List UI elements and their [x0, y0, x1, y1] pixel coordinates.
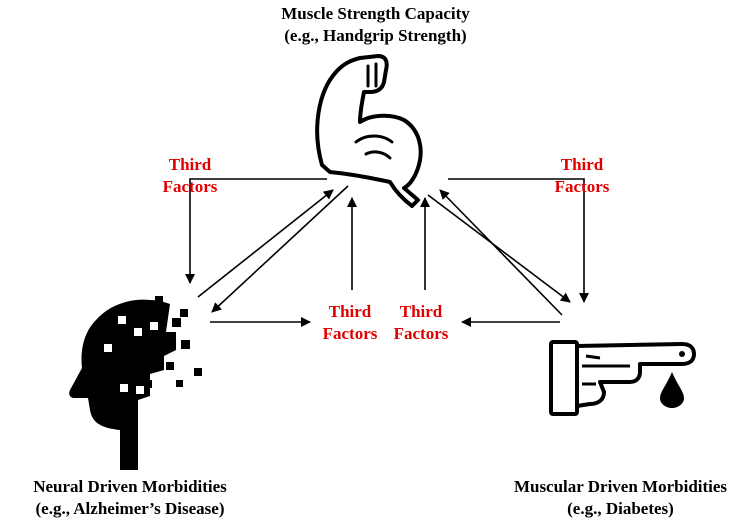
arrow-muscle-to-head-b: [211, 185, 349, 313]
flexed-biceps-icon: [315, 54, 423, 208]
right-node-label: Muscular Driven Morbidities (e.g., Diabe…: [490, 476, 751, 520]
pixelated-head-icon: [69, 296, 202, 470]
third-factors-left: Third Factors: [150, 154, 230, 198]
third-factors-left-line1: Third: [168, 155, 212, 174]
third-factors-center-right-line2: Factors: [393, 324, 449, 343]
right-node-title: Muscular Driven Morbidities: [513, 477, 728, 496]
third-factors-right-line1: Third: [560, 155, 604, 174]
third-factors-center-right: Third Factors: [383, 301, 459, 345]
third-factors-center-right-line1: Third: [399, 302, 443, 321]
top-node-label: Muscle Strength Capacity (e.g., Handgrip…: [215, 3, 536, 47]
top-node-example: (e.g., Handgrip Strength): [284, 26, 467, 45]
arrow-finger-to-muscle-a: [439, 189, 563, 316]
arrow-right-factor-connector: [448, 178, 589, 303]
third-factors-right-line2: Factors: [554, 177, 610, 196]
finger-prick-blood-drop-icon: [549, 340, 696, 416]
arrow-head-to-muscle-a: [197, 189, 334, 298]
right-node-example: (e.g., Diabetes): [567, 499, 674, 518]
third-factors-left-line2: Factors: [162, 177, 218, 196]
pixelated-head-gaps: [104, 316, 158, 394]
arrow-left-factor-connector: [185, 178, 327, 284]
third-factors-center-left-line1: Third: [328, 302, 372, 321]
arrow-muscle-to-finger-b: [427, 194, 571, 303]
top-node-title: Muscle Strength Capacity: [281, 4, 470, 23]
third-factors-right: Third Factors: [542, 154, 622, 198]
third-factors-center-left-line2: Factors: [322, 324, 378, 343]
left-node-example: (e.g., Alzheimer’s Disease): [35, 499, 225, 518]
left-node-title: Neural Driven Morbidities: [33, 477, 227, 496]
left-node-label: Neural Driven Morbidities (e.g., Alzheim…: [0, 476, 260, 520]
third-factors-center-left: Third Factors: [312, 301, 388, 345]
arrows: [185, 178, 589, 327]
